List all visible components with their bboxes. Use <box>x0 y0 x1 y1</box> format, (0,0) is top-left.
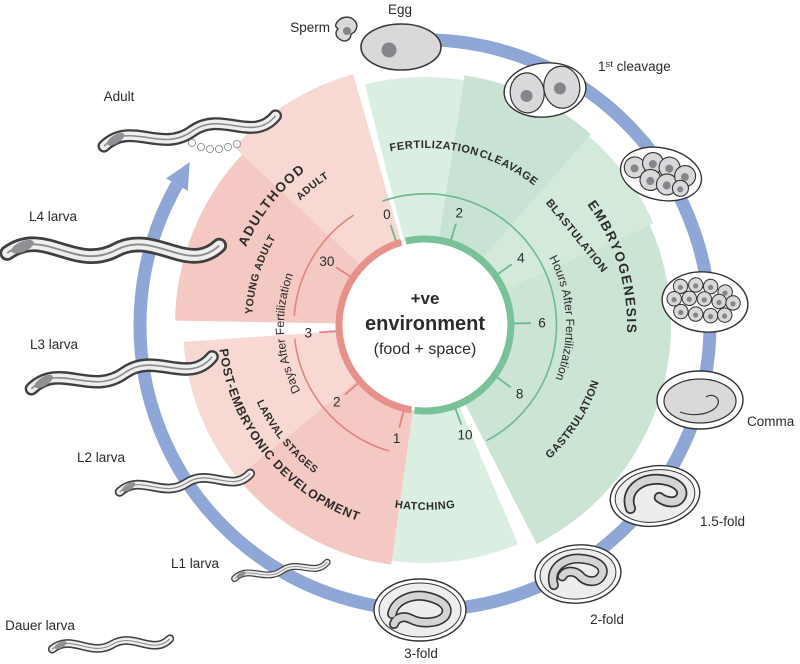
days-tick-2 <box>344 382 359 396</box>
center-text: +ve environment (food + space) <box>365 289 485 358</box>
hours-tick-4 <box>497 263 513 275</box>
days-tick-30 <box>335 266 351 278</box>
wedge-larval-late <box>236 379 413 565</box>
days-tick-label-2: 2 <box>333 394 341 409</box>
hours-tick-8 <box>496 376 512 389</box>
dauer-larva-label: Dauer larva <box>5 618 75 633</box>
hours-tick-label-10: 10 <box>458 427 473 442</box>
l1-larva-label: L1 larva <box>171 556 220 571</box>
l4-larva-label: L4 larva <box>29 209 78 224</box>
hours-tick-label-0: 0 <box>383 207 391 222</box>
days-tick-1 <box>398 411 405 429</box>
center-circle <box>339 239 511 411</box>
two-cell-embryo-illustration <box>503 62 587 118</box>
cycle-arrowhead-icon <box>166 162 190 191</box>
hours-tick-10 <box>454 408 463 425</box>
hours-tick-0 <box>389 224 397 242</box>
center-ring-green <box>404 235 515 415</box>
dial-arcs <box>293 193 558 452</box>
fold2-label: 2-fold <box>590 612 624 627</box>
green-dial-arc <box>382 193 558 442</box>
l2-larva-label: L2 larva <box>77 450 126 465</box>
l3-larva-label: L3 larva <box>30 337 79 352</box>
first-cleavage-label: 1st cleavage <box>598 59 671 74</box>
fold3-embryo-illustration <box>373 578 467 642</box>
wedge-fertilization <box>365 76 464 242</box>
red-dial-arc-lower <box>293 338 390 452</box>
dial-ticks: 0 2 4 6 8 10 30 3 2 1 <box>305 206 546 446</box>
adult-label: Adult <box>104 89 135 104</box>
wedge-larval-early <box>183 331 359 478</box>
fold3-label: 3-fold <box>404 646 438 661</box>
embryogenesis-wedges <box>365 75 671 564</box>
hours-tick-label-4: 4 <box>517 250 525 265</box>
fold15-embryo-illustration <box>609 464 701 528</box>
wedge-gastrulation <box>464 224 671 545</box>
eight-cell-embryo-illustration <box>619 146 703 202</box>
comma-embryo-illustration <box>656 370 744 430</box>
egg-label: Egg <box>388 2 412 17</box>
hours-tick-label-2: 2 <box>455 206 463 221</box>
days-tick-3 <box>319 330 337 334</box>
dauer-worm-illustration <box>52 637 170 653</box>
center-line2: environment <box>365 313 485 335</box>
sperm-label: Sperm <box>290 20 330 35</box>
fold2-embryo-illustration <box>534 544 622 604</box>
hours-tick-label-8: 8 <box>516 386 524 401</box>
center-ring-red <box>335 238 413 414</box>
adult-worm-illustration <box>103 116 277 153</box>
sperm-illustration <box>334 16 358 42</box>
red-dial-arc-upper <box>293 214 355 316</box>
center-line1: +ve <box>411 289 440 308</box>
days-tick-label-1: 1 <box>393 431 401 446</box>
outer-labels: Egg Sperm 1st cleavage Comma 1.5-fold 2-… <box>5 2 795 661</box>
label-hatching: HATCHING <box>394 499 456 513</box>
adult-eggs <box>187 138 241 153</box>
egg-illustration <box>360 23 442 71</box>
morula-embryo-illustration <box>661 271 749 333</box>
wedge-hatching <box>391 404 518 564</box>
comma-label: Comma <box>747 414 795 429</box>
fold15-label: 1.5-fold <box>700 514 745 529</box>
wedge-cleavage <box>438 75 591 261</box>
hours-tick-2 <box>450 223 457 241</box>
hours-tick-label-6: 6 <box>538 315 546 330</box>
wedge-young-adult <box>175 154 363 324</box>
post-embryonic-wedges <box>183 331 413 565</box>
wedge-blastulation <box>481 136 654 290</box>
center-line3: (food + space) <box>374 341 477 358</box>
days-tick-label-30: 30 <box>319 254 334 269</box>
days-tick-label-3: 3 <box>305 326 313 341</box>
